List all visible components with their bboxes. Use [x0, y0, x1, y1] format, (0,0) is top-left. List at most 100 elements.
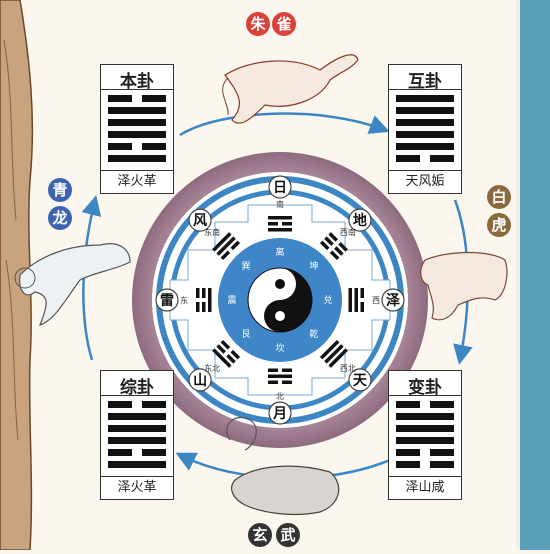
xuanwu-label-2: 武 — [276, 523, 300, 547]
trigram-symbol — [348, 288, 364, 312]
qinglong-label-1: 青 — [48, 178, 72, 202]
yin-line-segment — [396, 461, 420, 468]
zong-hexagram-name: 泽火革 — [101, 476, 173, 499]
bian-hexagram-lines — [396, 401, 454, 468]
white-tiger-illustration — [420, 251, 508, 321]
arrow-left — [81, 195, 102, 361]
nature-label-text: 天 — [353, 373, 368, 389]
yang-line — [396, 95, 454, 102]
baihu-label-1: 白 — [487, 185, 511, 209]
yang-line — [108, 155, 166, 162]
vermilion-bird-illustration — [222, 54, 359, 124]
nature-label: 地 — [348, 208, 372, 232]
trigram-symbol — [319, 339, 348, 368]
direction-label: 东南 — [204, 227, 220, 237]
inner-trigram-label: 坎 — [275, 342, 284, 354]
nature-label: 风 — [188, 208, 212, 232]
azure-dragon-illustration — [14, 243, 131, 326]
yang-line — [108, 413, 166, 420]
inner-trigram-label: 离 — [275, 246, 284, 258]
direction-label: 西南 — [340, 227, 356, 237]
nature-label: 月 — [268, 401, 292, 425]
bian-hexagram-name: 泽山咸 — [389, 476, 461, 499]
yang-line — [108, 425, 166, 432]
direction-label: 南 — [276, 199, 284, 209]
direction-label: 北 — [276, 392, 284, 401]
trigram-symbol — [268, 216, 292, 232]
nature-label-text: 雷 — [160, 292, 174, 309]
zong-hexagram-title: 综卦 — [101, 373, 173, 398]
yang-line — [108, 131, 166, 138]
nature-label: 天 — [348, 368, 372, 392]
zong-hexagram-lines — [108, 401, 166, 468]
yin-line-segment — [430, 401, 454, 408]
direction-label: 西 — [372, 296, 380, 305]
inner-trigram-label: 乾 — [309, 328, 318, 340]
nature-label-text: 月 — [272, 406, 287, 422]
yang-line — [108, 107, 166, 114]
yin-line-segment — [142, 143, 166, 150]
yin-line-segment — [108, 95, 132, 102]
baihu-label-2: 虎 — [487, 213, 511, 237]
trigram-symbol — [319, 232, 348, 261]
yin-line-segment — [108, 401, 132, 408]
nature-label-text: 日 — [273, 180, 287, 196]
yin-line-segment — [108, 449, 132, 456]
yin-line-segment — [430, 449, 454, 456]
zhuque-label-1: 朱 — [246, 12, 270, 36]
hu-hexagram-box: 互卦 天风姤 — [388, 64, 462, 194]
direction-label: 西北 — [340, 364, 356, 373]
nature-label-text: 泽 — [386, 293, 400, 309]
yin-line-segment — [430, 155, 454, 162]
yin-line-segment — [142, 95, 166, 102]
hu-hexagram-name: 天风姤 — [389, 170, 461, 193]
yang-line — [396, 425, 454, 432]
yin-line-segment — [396, 449, 420, 456]
ben-hexagram-name: 泽火革 — [101, 170, 173, 193]
yang-line — [396, 131, 454, 138]
yin-yang-symbol — [247, 267, 313, 333]
zong-hexagram-box: 综卦 泽火革 — [100, 370, 174, 500]
inner-trigram-label: 巽 — [242, 261, 251, 272]
inner-trigram-label: 坤 — [309, 260, 318, 272]
nature-label-text: 山 — [193, 373, 207, 389]
yang-line — [396, 107, 454, 114]
hu-hexagram-lines — [396, 95, 454, 162]
qinglong-label-2: 龙 — [48, 206, 72, 230]
yang-line — [396, 143, 454, 150]
zhuque-label-2: 雀 — [272, 12, 296, 36]
yang-line — [108, 119, 166, 126]
yin-line-segment — [108, 143, 132, 150]
hu-hexagram-title: 互卦 — [389, 67, 461, 92]
trigram-symbol — [212, 339, 241, 368]
inner-trigram-label: 兑 — [323, 294, 332, 306]
ben-hexagram-box: 本卦 泽火革 — [100, 64, 174, 194]
trigram-symbol — [268, 368, 292, 384]
black-tortoise-illustration — [226, 417, 340, 516]
yang-line — [108, 461, 166, 468]
arrow-top — [179, 112, 390, 137]
ben-hexagram-title: 本卦 — [101, 67, 173, 92]
bian-hexagram-box: 变卦 泽山咸 — [388, 370, 462, 500]
yang-line — [396, 119, 454, 126]
nature-label: 泽 — [381, 288, 405, 312]
yin-line-segment — [142, 449, 166, 456]
yin-line-segment — [396, 401, 420, 408]
yang-line — [108, 437, 166, 444]
yang-line — [396, 413, 454, 420]
xuanwu-label-1: 玄 — [248, 523, 272, 547]
bian-hexagram-title: 变卦 — [389, 373, 461, 398]
nature-label: 雷 — [155, 288, 179, 312]
yin-line-segment — [430, 461, 454, 468]
yin-line-segment — [142, 401, 166, 408]
nature-label-text: 风 — [193, 213, 207, 229]
yin-line-segment — [396, 155, 420, 162]
inner-trigram-label: 艮 — [242, 329, 251, 340]
nature-label: 日 — [268, 175, 292, 199]
ben-hexagram-lines — [108, 95, 166, 162]
right-border-strip — [520, 0, 550, 550]
inner-trigram-label: 震 — [227, 295, 236, 306]
yang-line — [396, 437, 454, 444]
trigram-symbol — [196, 288, 212, 312]
